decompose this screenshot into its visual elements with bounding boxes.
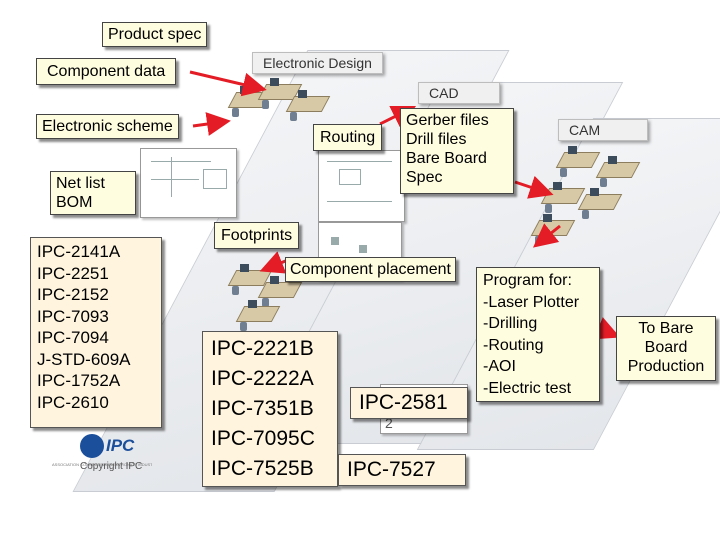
standard-item: IPC-2152 <box>37 285 109 304</box>
standard-item: IPC-7525B <box>211 457 314 480</box>
ipc-7527-box: IPC-7527 <box>338 454 466 486</box>
program-electric-test: -Electric test <box>483 379 572 397</box>
standard-item: IPC-1752A <box>37 371 121 390</box>
standard-item: IPC-7095C <box>211 427 315 450</box>
to-bare-board-box: To Bare Board Production <box>616 316 716 381</box>
production-label: Production <box>627 358 705 375</box>
component-placement-box: Component placement <box>285 257 456 282</box>
program-for-box: Program for: -Laser Plotter -Drilling -R… <box>476 267 600 402</box>
routing-box: Routing <box>313 124 383 151</box>
layout-sheet <box>318 150 405 222</box>
station-cad: CAD <box>418 82 500 104</box>
to-bare-label: To Bare <box>638 320 694 337</box>
cad-standards-box: IPC-2221B IPC-2222A IPC-7351B IPC-7095C … <box>202 331 338 487</box>
bare-board-label: Bare Board <box>406 150 487 167</box>
gerber-files-label: Gerber files <box>406 112 489 129</box>
bom-label: BOM <box>56 194 93 211</box>
small-digit-label: 2 <box>385 415 393 431</box>
station-cam: CAM <box>558 119 648 141</box>
arrow-component-placement <box>259 251 289 274</box>
copyright-text: Copyright IPC <box>80 461 143 472</box>
arrow-gerber <box>514 175 554 199</box>
gerber-box: Gerber files Drill files Bare Board Spec <box>400 108 514 194</box>
program-aoi: -AOI <box>483 358 516 375</box>
standard-item: IPC-7093 <box>37 306 109 326</box>
standard-item: IPC-2251 <box>37 263 109 283</box>
arrow-electronic-scheme <box>192 112 231 136</box>
net-list-label: Net list <box>56 175 105 192</box>
product-spec-box: Product spec <box>102 22 208 47</box>
component-data-box: Component data <box>36 58 177 85</box>
program-laser-plotter: -Laser Plotter <box>483 293 580 311</box>
net-list-box: Net list BOM <box>50 171 136 215</box>
arrow-component-data <box>189 70 267 97</box>
electronic-scheme-box: Electronic scheme <box>36 114 179 139</box>
board-label: Board <box>644 339 688 356</box>
schematic-sheet <box>140 148 237 218</box>
footprints-box: Footprints <box>214 222 300 249</box>
standard-item: J-STD-609A <box>37 349 131 369</box>
arrow-cam-out <box>532 223 561 248</box>
spec-label: Spec <box>406 169 443 186</box>
standard-item: IPC-2221B <box>211 337 314 360</box>
standard-item: IPC-2141A <box>37 242 121 261</box>
program-routing: -Routing <box>483 336 544 354</box>
program-for-title: Program for: <box>483 272 572 289</box>
program-drilling: -Drilling <box>483 315 538 332</box>
ipc-logo-tagline: ASSOCIATION CONNECTING ELECTRONICS INDUS… <box>52 462 152 467</box>
standard-item: IPC-2610 <box>37 392 109 412</box>
ipc-logo-mark <box>80 434 104 458</box>
drill-files-label: Drill files <box>406 131 467 148</box>
ipc-2581-box: IPC-2581 <box>350 387 468 419</box>
design-standards-box: IPC-2141A IPC-2251 IPC-2152 IPC-7093 IPC… <box>30 237 162 428</box>
standard-item: IPC-7094 <box>37 328 109 347</box>
standard-item: IPC-2222A <box>211 367 314 390</box>
station-electronic-design: Electronic Design <box>252 52 383 74</box>
ipc-logo-text: IPC <box>106 436 135 455</box>
standard-item: IPC-7351B <box>211 397 314 420</box>
